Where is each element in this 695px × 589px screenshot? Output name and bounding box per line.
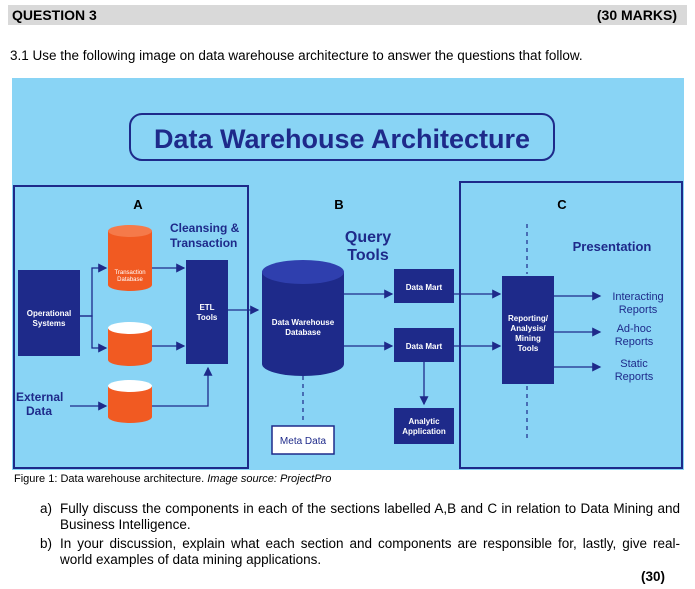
section-a-label: A [133,197,143,212]
analytic-application-box [394,408,454,444]
section-c-box [459,181,683,469]
section-a-box [13,185,249,469]
operational-systems-box [18,270,80,356]
question-header-bar: QUESTION 3 (30 MARKS) [8,5,687,25]
title-box [129,113,555,161]
figure-caption: Figure 1: Data warehouse architecture. I… [14,473,331,485]
question-marks: (30 MARKS) [596,7,677,23]
caption-source: Image source: ProjectPro [207,473,332,485]
question-text: In your discussion, explain what each se… [60,536,680,567]
static-label-1: Static [620,358,648,370]
transaction-db-label-1: Transaction [114,270,145,276]
dw-label-2: Database [285,328,321,337]
question-text: Fully discuss the components in each of … [60,501,680,532]
section-b-label: B [334,197,343,212]
question-intro: 3.1 Use the following image on data ware… [10,48,583,63]
presentation-label: Presentation [573,239,652,254]
question-label: b) [40,536,53,551]
adhoc-label-2: Reports [615,336,654,348]
interacting-label-1: Interacting [612,291,663,303]
section-c-label: C [557,197,567,212]
diagram-title: Data Warehouse Architecture [154,124,530,154]
etl-label-2: Tools [197,313,218,322]
reporting-tools-box [502,276,554,384]
data-mart-1-box [394,269,454,303]
question-item-b: b) In your discussion, explain what each… [40,536,680,568]
data-mart-2-label: Data Mart [406,342,443,351]
data-mart-1-label: Data Mart [406,283,443,292]
database-cylinder-middle [108,322,152,366]
etl-tools-box [186,260,228,364]
meta-data-box [271,425,335,455]
reporting-label-4: Tools [518,344,539,353]
static-label-2: Reports [615,371,654,383]
architecture-figure: Data Warehouse Architecture A B C Cleans… [12,78,684,470]
analytic-label-2: Application [402,427,446,436]
analytic-label-1: Analytic [408,417,440,426]
external-database-cylinder [108,380,152,423]
architecture-diagram: Data Warehouse Architecture A B C Cleans… [12,78,684,470]
caption-prefix: Figure 1: Data warehouse architecture. [14,473,205,485]
interacting-label-2: Reports [619,304,658,316]
cleansing-label-1: Cleansing & [170,221,240,235]
meta-data-label: Meta Data [280,436,327,447]
reporting-label-2: Analysis/ [510,324,546,333]
data-mart-2-box [394,328,454,362]
reporting-label-1: Reporting/ [508,314,549,323]
operational-label-1: Operational [27,309,71,318]
operational-label-2: Systems [33,319,66,328]
cleansing-label-2: Transaction [170,236,237,250]
query-tools-label-1: Query [345,229,391,246]
query-tools-label-2: Tools [347,247,389,264]
external-label-1: External [16,390,63,404]
reporting-label-3: Mining [515,334,541,343]
question-list: a) Fully discuss the components in each … [40,501,680,571]
dw-label-1: Data Warehouse [272,318,335,327]
adhoc-label-1: Ad-hoc [617,323,652,335]
question-item-a: a) Fully discuss the components in each … [40,501,680,533]
external-label-2: Data [26,404,52,418]
transaction-db-label-2: Database [117,277,143,283]
data-warehouse-cylinder [262,260,344,376]
etl-label-1: ETL [199,303,214,312]
total-marks: (30) [640,569,665,584]
question-number: QUESTION 3 [12,7,97,23]
transaction-database-cylinder [108,225,152,291]
question-label: a) [40,501,53,516]
